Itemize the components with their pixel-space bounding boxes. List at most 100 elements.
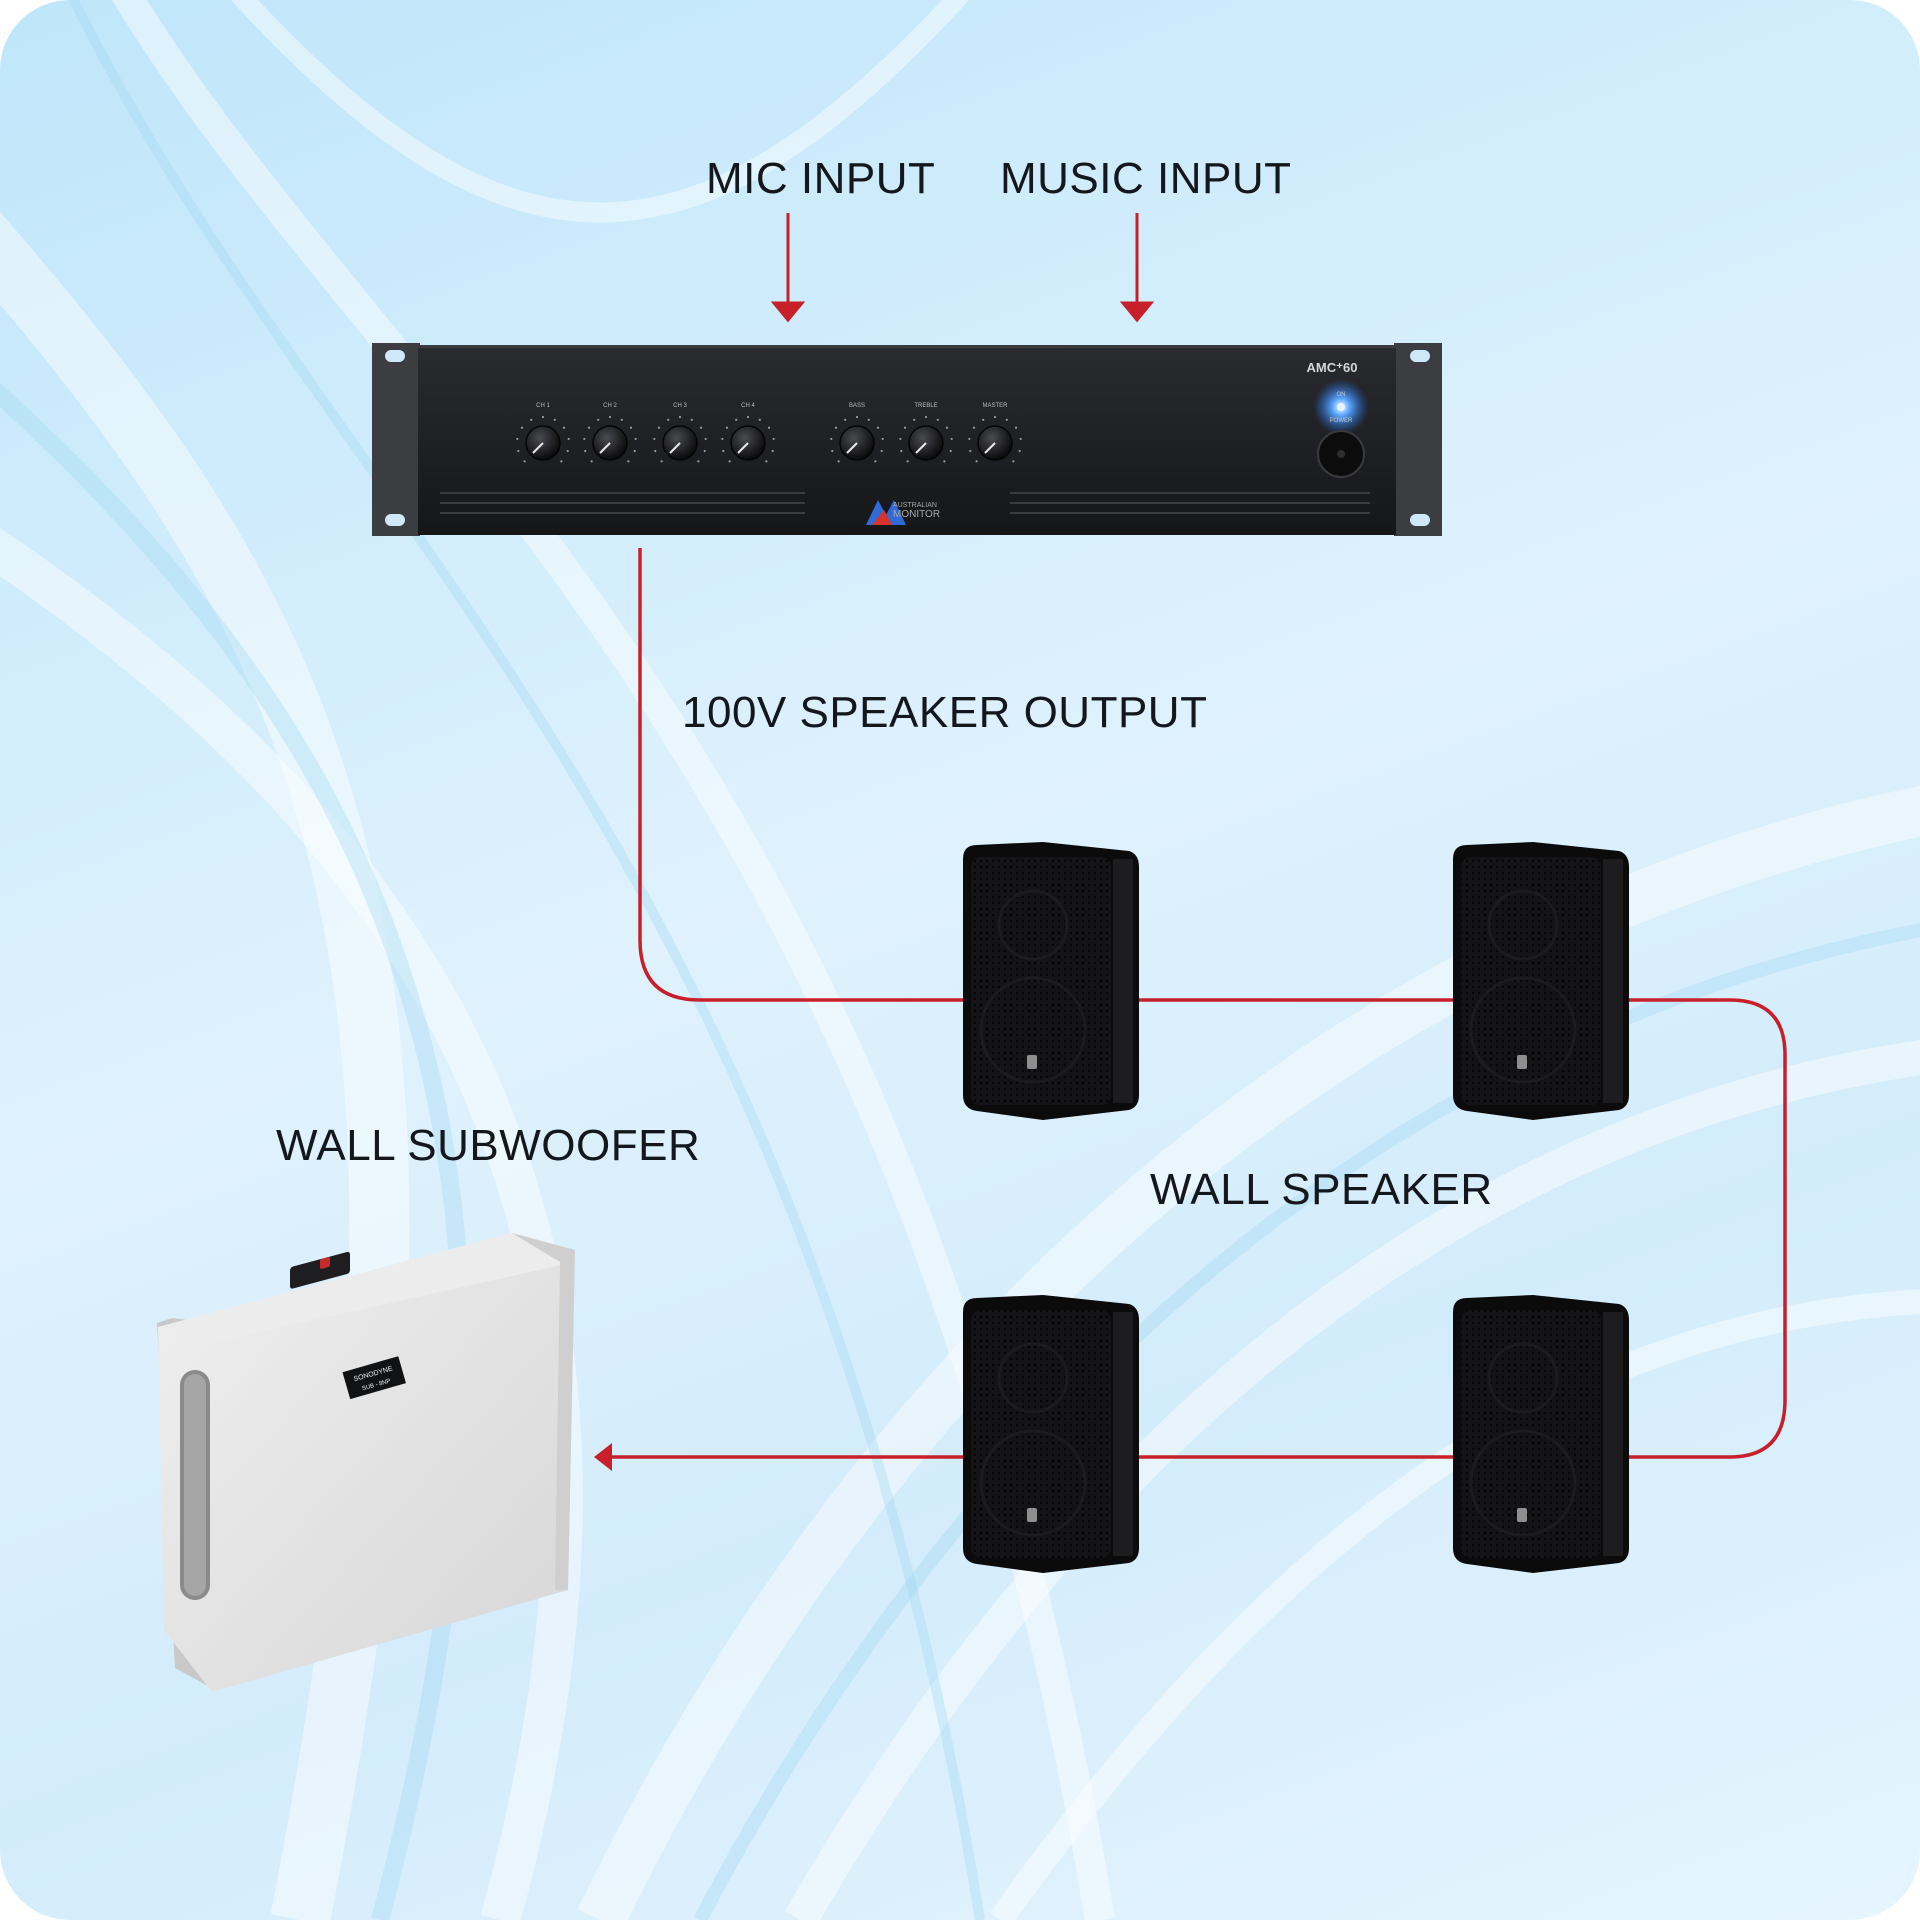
mic-input-label: MIC INPUT: [706, 154, 936, 203]
knob-pointer: [737, 442, 749, 454]
knob-tick: [771, 449, 774, 453]
knob-tick: [993, 415, 997, 419]
knob-tick: [746, 415, 750, 419]
power-on-label: ON: [1337, 392, 1346, 398]
knob-tick: [945, 426, 949, 429]
wall-subwoofer: SONODYNE SUB - 8NP: [157, 1233, 575, 1692]
wall-speaker-label: WALL SPEAKER: [1150, 1165, 1493, 1214]
knob-tick: [968, 437, 971, 441]
amplifier-model-label: AMC⁺60: [1307, 360, 1358, 375]
speaker-grille: [1461, 1310, 1601, 1558]
knob-tick: [969, 449, 972, 453]
knob-tick: [678, 415, 682, 419]
knob-tick: [721, 437, 724, 441]
knob-tick: [867, 418, 870, 421]
knob-tick: [560, 460, 563, 463]
knob-pointer: [915, 442, 927, 454]
power-led: [1337, 403, 1345, 411]
knob-label-ch3: CH 3: [673, 403, 687, 409]
knob-tick: [516, 437, 519, 441]
subwoofer-arrow-head: [594, 1443, 612, 1471]
knob-tick: [936, 418, 939, 421]
knob-tick: [703, 449, 706, 453]
knob-tick: [972, 426, 976, 429]
knob-tick: [1018, 449, 1021, 453]
knob-tick: [975, 460, 978, 463]
knob-pointer: [984, 442, 996, 454]
knob-tick: [874, 460, 877, 463]
speaker-side: [1603, 1312, 1623, 1556]
knob-tick: [876, 426, 880, 429]
knob-label-treble: TREBLE: [914, 403, 937, 409]
speaker-logo-icon: [1027, 1508, 1037, 1522]
wall-speaker-2: [1453, 842, 1629, 1120]
knob-label-ch4: CH 4: [741, 403, 755, 409]
speaker-driver-outline: [1487, 889, 1559, 961]
knob-tick: [900, 449, 903, 453]
knob-tick: [834, 426, 838, 429]
knob-tick: [627, 460, 630, 463]
knob-tick: [943, 460, 946, 463]
speaker-driver-outline: [979, 1429, 1087, 1537]
brand-logo: AUSTRALIAN MONITOR: [866, 500, 940, 525]
knob-tick: [899, 437, 902, 441]
brand-line2: MONITOR: [893, 509, 940, 520]
knob-tick: [704, 437, 707, 441]
knob-tick: [590, 460, 593, 463]
knob-tick: [523, 460, 526, 463]
input-arrows: [770, 213, 1155, 323]
knob-tick: [913, 418, 916, 421]
knob-tick: [620, 418, 623, 421]
knob-tick: [1014, 426, 1018, 429]
speaker-logo-icon: [1517, 1055, 1527, 1069]
knob-pointer: [669, 442, 681, 454]
brand-line1: AUSTRALIAN: [893, 502, 937, 509]
knob-tick: [583, 437, 586, 441]
speaker-side: [1113, 1312, 1133, 1556]
knob-tick: [767, 426, 771, 429]
knob-tick: [855, 415, 859, 419]
speaker-side: [1113, 859, 1133, 1103]
knob-tick: [830, 437, 833, 441]
knob-tick: [906, 460, 909, 463]
knob-tick: [520, 426, 524, 429]
knob-tick: [690, 418, 693, 421]
knob-tick: [567, 437, 570, 441]
knob-tick: [831, 449, 834, 453]
subwoofer-badge: SONODYNE SUB - 8NP: [342, 1356, 406, 1400]
knob-tick: [633, 449, 636, 453]
speaker-logo-icon: [1027, 1055, 1037, 1069]
knob-tick: [1012, 460, 1015, 463]
knob-tick: [765, 460, 768, 463]
knob-tick: [880, 449, 883, 453]
knob-pointer: [599, 442, 611, 454]
knob-tick: [667, 418, 670, 421]
wall-subwoofer-label: WALL SUBWOOFER: [276, 1121, 701, 1170]
knob-tick: [949, 449, 952, 453]
knob-tick: [837, 460, 840, 463]
knob-label-ch2: CH 2: [603, 403, 617, 409]
knob-label-ch1: CH 1: [536, 403, 550, 409]
knob-tick: [924, 415, 928, 419]
wall-speakers: [963, 842, 1629, 1573]
knob-tick: [562, 426, 566, 429]
knob-tick: [844, 418, 847, 421]
speaker-side: [1603, 859, 1623, 1103]
power-label: POWER: [1330, 418, 1353, 424]
knob-tick: [517, 449, 520, 453]
knob-tick: [629, 426, 633, 429]
knob-tick: [1019, 437, 1022, 441]
wall-speaker-4: [1453, 1295, 1629, 1573]
knob-tick: [903, 426, 907, 429]
knob-tick: [653, 437, 656, 441]
speaker-driver-outline: [979, 976, 1087, 1084]
knob-tick: [553, 418, 556, 421]
knob-tick: [881, 437, 884, 441]
knob-tick: [1005, 418, 1008, 421]
knob-tick: [597, 418, 600, 421]
knob-tick: [530, 418, 533, 421]
knob-label-bass: BASS: [849, 403, 865, 409]
